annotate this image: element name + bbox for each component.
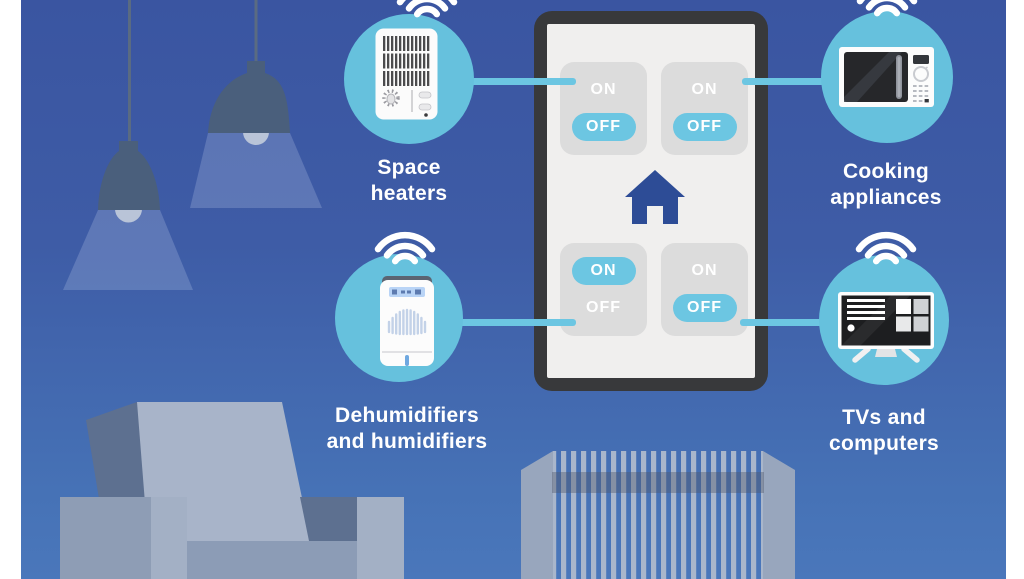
home-icon bbox=[625, 170, 685, 224]
device-toggle-card: ON OFF bbox=[560, 62, 647, 155]
off-option[interactable]: OFF bbox=[586, 299, 621, 316]
pendant-lamps bbox=[63, 0, 322, 290]
radiator-band bbox=[552, 472, 764, 493]
radiator-side-panel bbox=[763, 451, 795, 579]
device-label: Space heaters bbox=[370, 156, 448, 205]
lamp-cord bbox=[128, 0, 131, 143]
lamp-light-cone bbox=[190, 133, 322, 208]
device-toggle-card: ON OFF bbox=[661, 62, 748, 155]
connector-line bbox=[740, 319, 826, 326]
space-heater-icon bbox=[375, 28, 438, 120]
wifi-icon bbox=[855, 231, 917, 265]
armchair-armrest bbox=[357, 497, 404, 579]
wifi-icon bbox=[374, 231, 436, 265]
lamp-shade bbox=[208, 61, 290, 133]
on-option[interactable]: ON bbox=[691, 262, 718, 279]
device-label: Cooking appliances bbox=[830, 160, 942, 209]
off-option[interactable]: OFF bbox=[571, 113, 636, 141]
connector-line bbox=[452, 78, 576, 85]
dehumidifier-icon bbox=[380, 276, 434, 366]
lamp-shade bbox=[98, 141, 160, 210]
off-option[interactable]: OFF bbox=[672, 294, 737, 322]
wifi-icon bbox=[856, 0, 918, 17]
radiator-fins bbox=[553, 451, 763, 579]
armchair bbox=[60, 402, 404, 579]
connector-line bbox=[452, 319, 576, 326]
off-option[interactable]: OFF bbox=[672, 113, 737, 141]
on-option[interactable]: ON bbox=[590, 81, 617, 98]
on-option[interactable]: ON bbox=[571, 257, 636, 285]
armchair-armrest bbox=[60, 497, 151, 579]
tv-icon bbox=[838, 292, 934, 363]
device-label: Dehumidifiers and humidifiers bbox=[326, 404, 488, 453]
connector-line bbox=[742, 78, 828, 85]
armchair-armrest bbox=[151, 497, 187, 579]
device-toggle-card: ON OFF bbox=[661, 243, 748, 336]
on-option[interactable]: ON bbox=[691, 81, 718, 98]
radiator bbox=[521, 451, 795, 579]
wifi-icon bbox=[396, 0, 458, 18]
radiator-side-panel bbox=[521, 451, 553, 579]
lamp-cord bbox=[254, 0, 258, 63]
device-label: TVs and computers bbox=[828, 406, 940, 455]
lamp-light-cone bbox=[63, 210, 193, 290]
armchair-back-gap bbox=[300, 497, 357, 541]
microwave-icon bbox=[839, 47, 934, 107]
armchair-back-side bbox=[86, 402, 152, 505]
